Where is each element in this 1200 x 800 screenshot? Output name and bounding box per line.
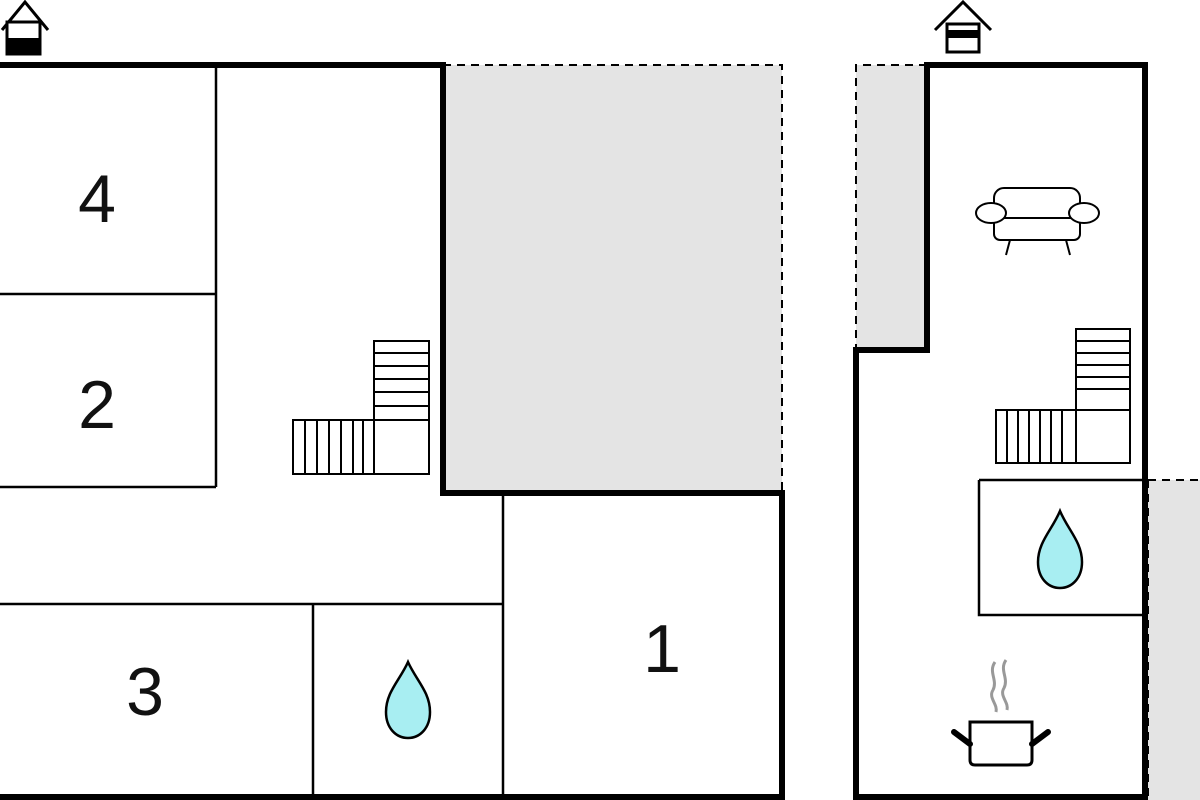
room-label-3: 3 [126,654,164,730]
house-entrance-icon [0,0,50,56]
room-label-2: 2 [78,367,116,443]
water-drop-icon [1036,507,1084,590]
house-entrance-icon [933,0,993,54]
outer-wall-left [0,62,785,800]
terrace-right-top [855,64,927,350]
terrace-left [443,64,783,493]
interior-walls-left [0,65,505,797]
cooking-pot-icon [951,659,1051,767]
interior-walls-right [977,478,1145,617]
water-drop-icon [384,658,432,740]
outer-wall-right [853,62,1148,800]
room-label-1: 1 [643,611,681,687]
stairs-icon [292,340,430,475]
stairs-icon [995,328,1131,464]
sofa-icon [975,187,1100,256]
room-label-4: 4 [78,161,116,237]
terrace-right-side [1147,479,1200,800]
